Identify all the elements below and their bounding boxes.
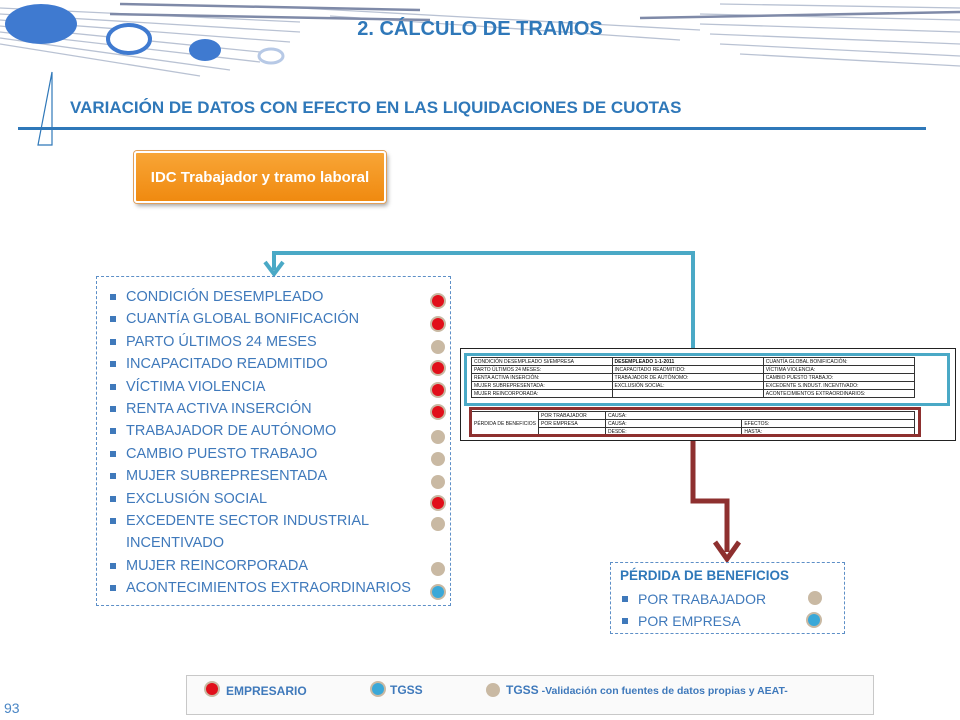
form-loss-label: PÉRDIDA DE BENEFICIOS [471,411,539,436]
status-dot-tan [431,430,445,444]
deco-circle-3 [189,39,221,61]
form-teal-highlight [464,353,950,406]
subtitle-divider [18,127,926,130]
status-dot-tan [431,452,445,466]
legend-tgss-validation-prefix: TGSS [506,683,539,697]
form-loss-table: PÉRDIDA DE BENEFICIOS POR TRABAJADOR CAU… [471,411,915,436]
legend-red-dot [206,683,218,695]
condition-item: EXCEDENTE SECTOR INDUSTRIAL INCENTIVADO [106,510,436,555]
legend-tgss-validation: TGSS -Validación con fuentes de datos pr… [506,683,788,697]
condition-item: INCAPACITADO READMITIDO [106,353,436,375]
status-dot-blue [432,586,444,598]
status-dot-red [432,362,444,374]
status-dot-tan [431,475,445,489]
legend-empresario: EMPRESARIO [226,684,307,698]
condition-item: VÍCTIMA VIOLENCIA [106,376,436,398]
condition-item: RENTA ACTIVA INSERCIÓN [106,398,436,420]
red-arrowhead [712,540,742,564]
deco-circle-2 [106,23,152,55]
legend-tan-dot [486,683,500,697]
status-dot-blue [808,614,820,626]
status-dot-red [432,295,444,307]
form-cell: ACONTECIMIENTOS EXTRAORDINARIOS: [762,389,916,398]
legend-blue-dot [372,683,384,695]
status-dot-red [432,406,444,418]
deco-circle-1 [5,4,77,44]
deco-circle-4 [257,47,285,65]
status-dot-red [432,318,444,330]
condition-item: CONDICIÓN DESEMPLEADO [106,286,436,308]
legend-tgss-validation-suffix: -Validación con fuentes de datos propias… [538,685,788,697]
idc-trabajador-button[interactable]: IDC Trabajador y tramo laboral [134,151,386,203]
condition-item: PARTO ÚLTIMOS 24 MESES [106,331,436,353]
page-subtitle: VARIACIÓN DE DATOS CON EFECTO EN LAS LIQ… [70,98,682,117]
condition-item: MUJER SUBREPRESENTADA [106,465,436,487]
status-dot-red [432,497,444,509]
status-dot-tan [431,517,445,531]
legend-tgss: TGSS [390,683,423,697]
loss-item: POR EMPRESA [620,610,840,632]
loss-benefits-title: PÉRDIDA DE BENEFICIOS [620,568,790,583]
legend-bar [186,675,874,715]
loss-item: POR TRABAJADOR [620,588,840,610]
deco-triangle [37,71,53,146]
condition-item: TRABAJADOR DE AUTÓNOMO [106,420,436,442]
status-dot-red [432,384,444,396]
status-dot-tan [431,562,445,576]
condition-item: CAMBIO PUESTO TRABAJO [106,443,436,465]
status-dot-tan [808,591,822,605]
teal-arrowhead [263,260,285,278]
teal-connector [272,251,695,348]
page-title: 2. CÁLCULO DE TRAMOS [357,18,603,40]
conditions-panel [96,276,451,606]
red-connector [690,440,730,552]
form-red-highlight [469,407,921,437]
status-dot-tan [431,340,445,354]
page-number: 93 [4,700,20,716]
condition-item: ACONTECIMIENTOS EXTRAORDINARIOS [106,577,436,599]
condition-item: MUJER REINCORPORADA [106,555,436,577]
loss-benefits-panel [610,562,845,634]
condition-item: CUANTÍA GLOBAL BONIFICACIÓN [106,308,436,330]
condition-item: EXCLUSIÓN SOCIAL [106,488,436,510]
form-row: MUJER REINCORPORADA:ACONTECIMIENTOS EXTR… [471,389,916,398]
